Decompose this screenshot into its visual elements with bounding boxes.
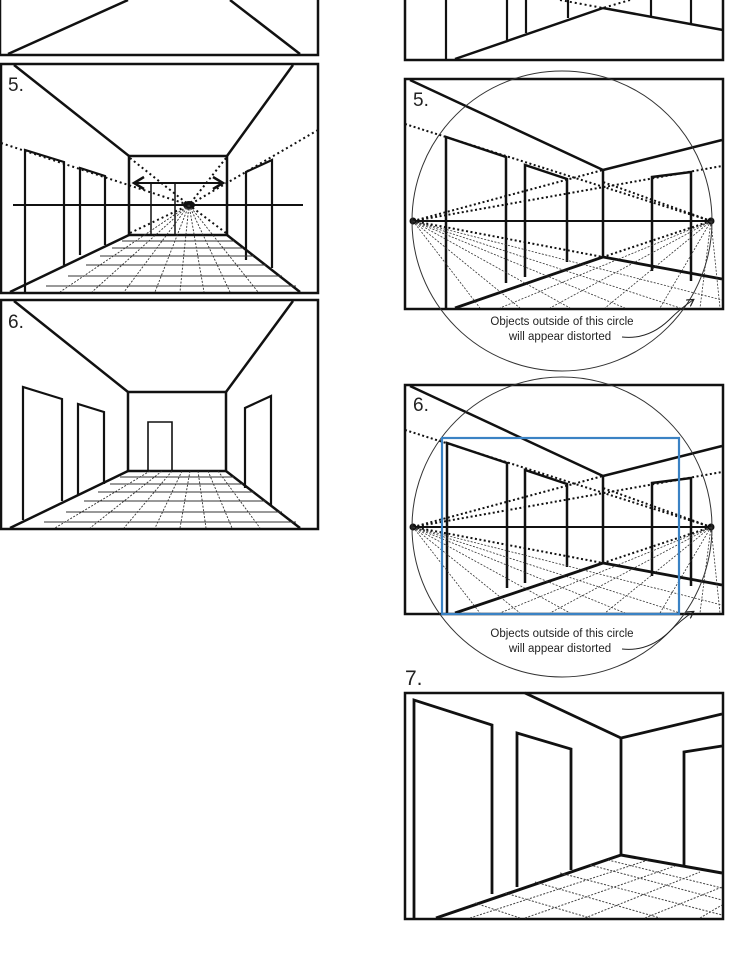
step-number-6: 6. [413,395,429,416]
distortion-caption-line2: will appear distorted [508,331,611,343]
picture-frame-highlight [440,436,681,616]
cone-of-vision-circle [411,376,713,678]
panel-left-6: 6. [0,298,320,531]
panel-right-7: 7. [403,667,725,921]
distortion-caption-line1: Objects outside of this circle [490,628,633,640]
step-number-5: 5. [8,75,24,96]
caption-arrow [621,300,693,338]
panel-right-5: 5. [403,70,725,372]
step-number-5: 5. [413,90,429,111]
step-number-7: 7. [405,667,423,690]
panel-left-5: 5. [0,62,320,295]
caption-arrow [621,612,693,650]
back-door [147,421,173,471]
panel-left-4-partial [0,0,320,57]
distortion-caption-line1: Objects outside of this circle [490,316,633,328]
cone-of-vision-circle [411,70,713,372]
panel-right-6: 6. [403,376,725,678]
distortion-caption-line2: will appear distorted [508,643,611,655]
panel-right-4-partial [403,0,725,62]
step-number-6: 6. [8,312,24,333]
